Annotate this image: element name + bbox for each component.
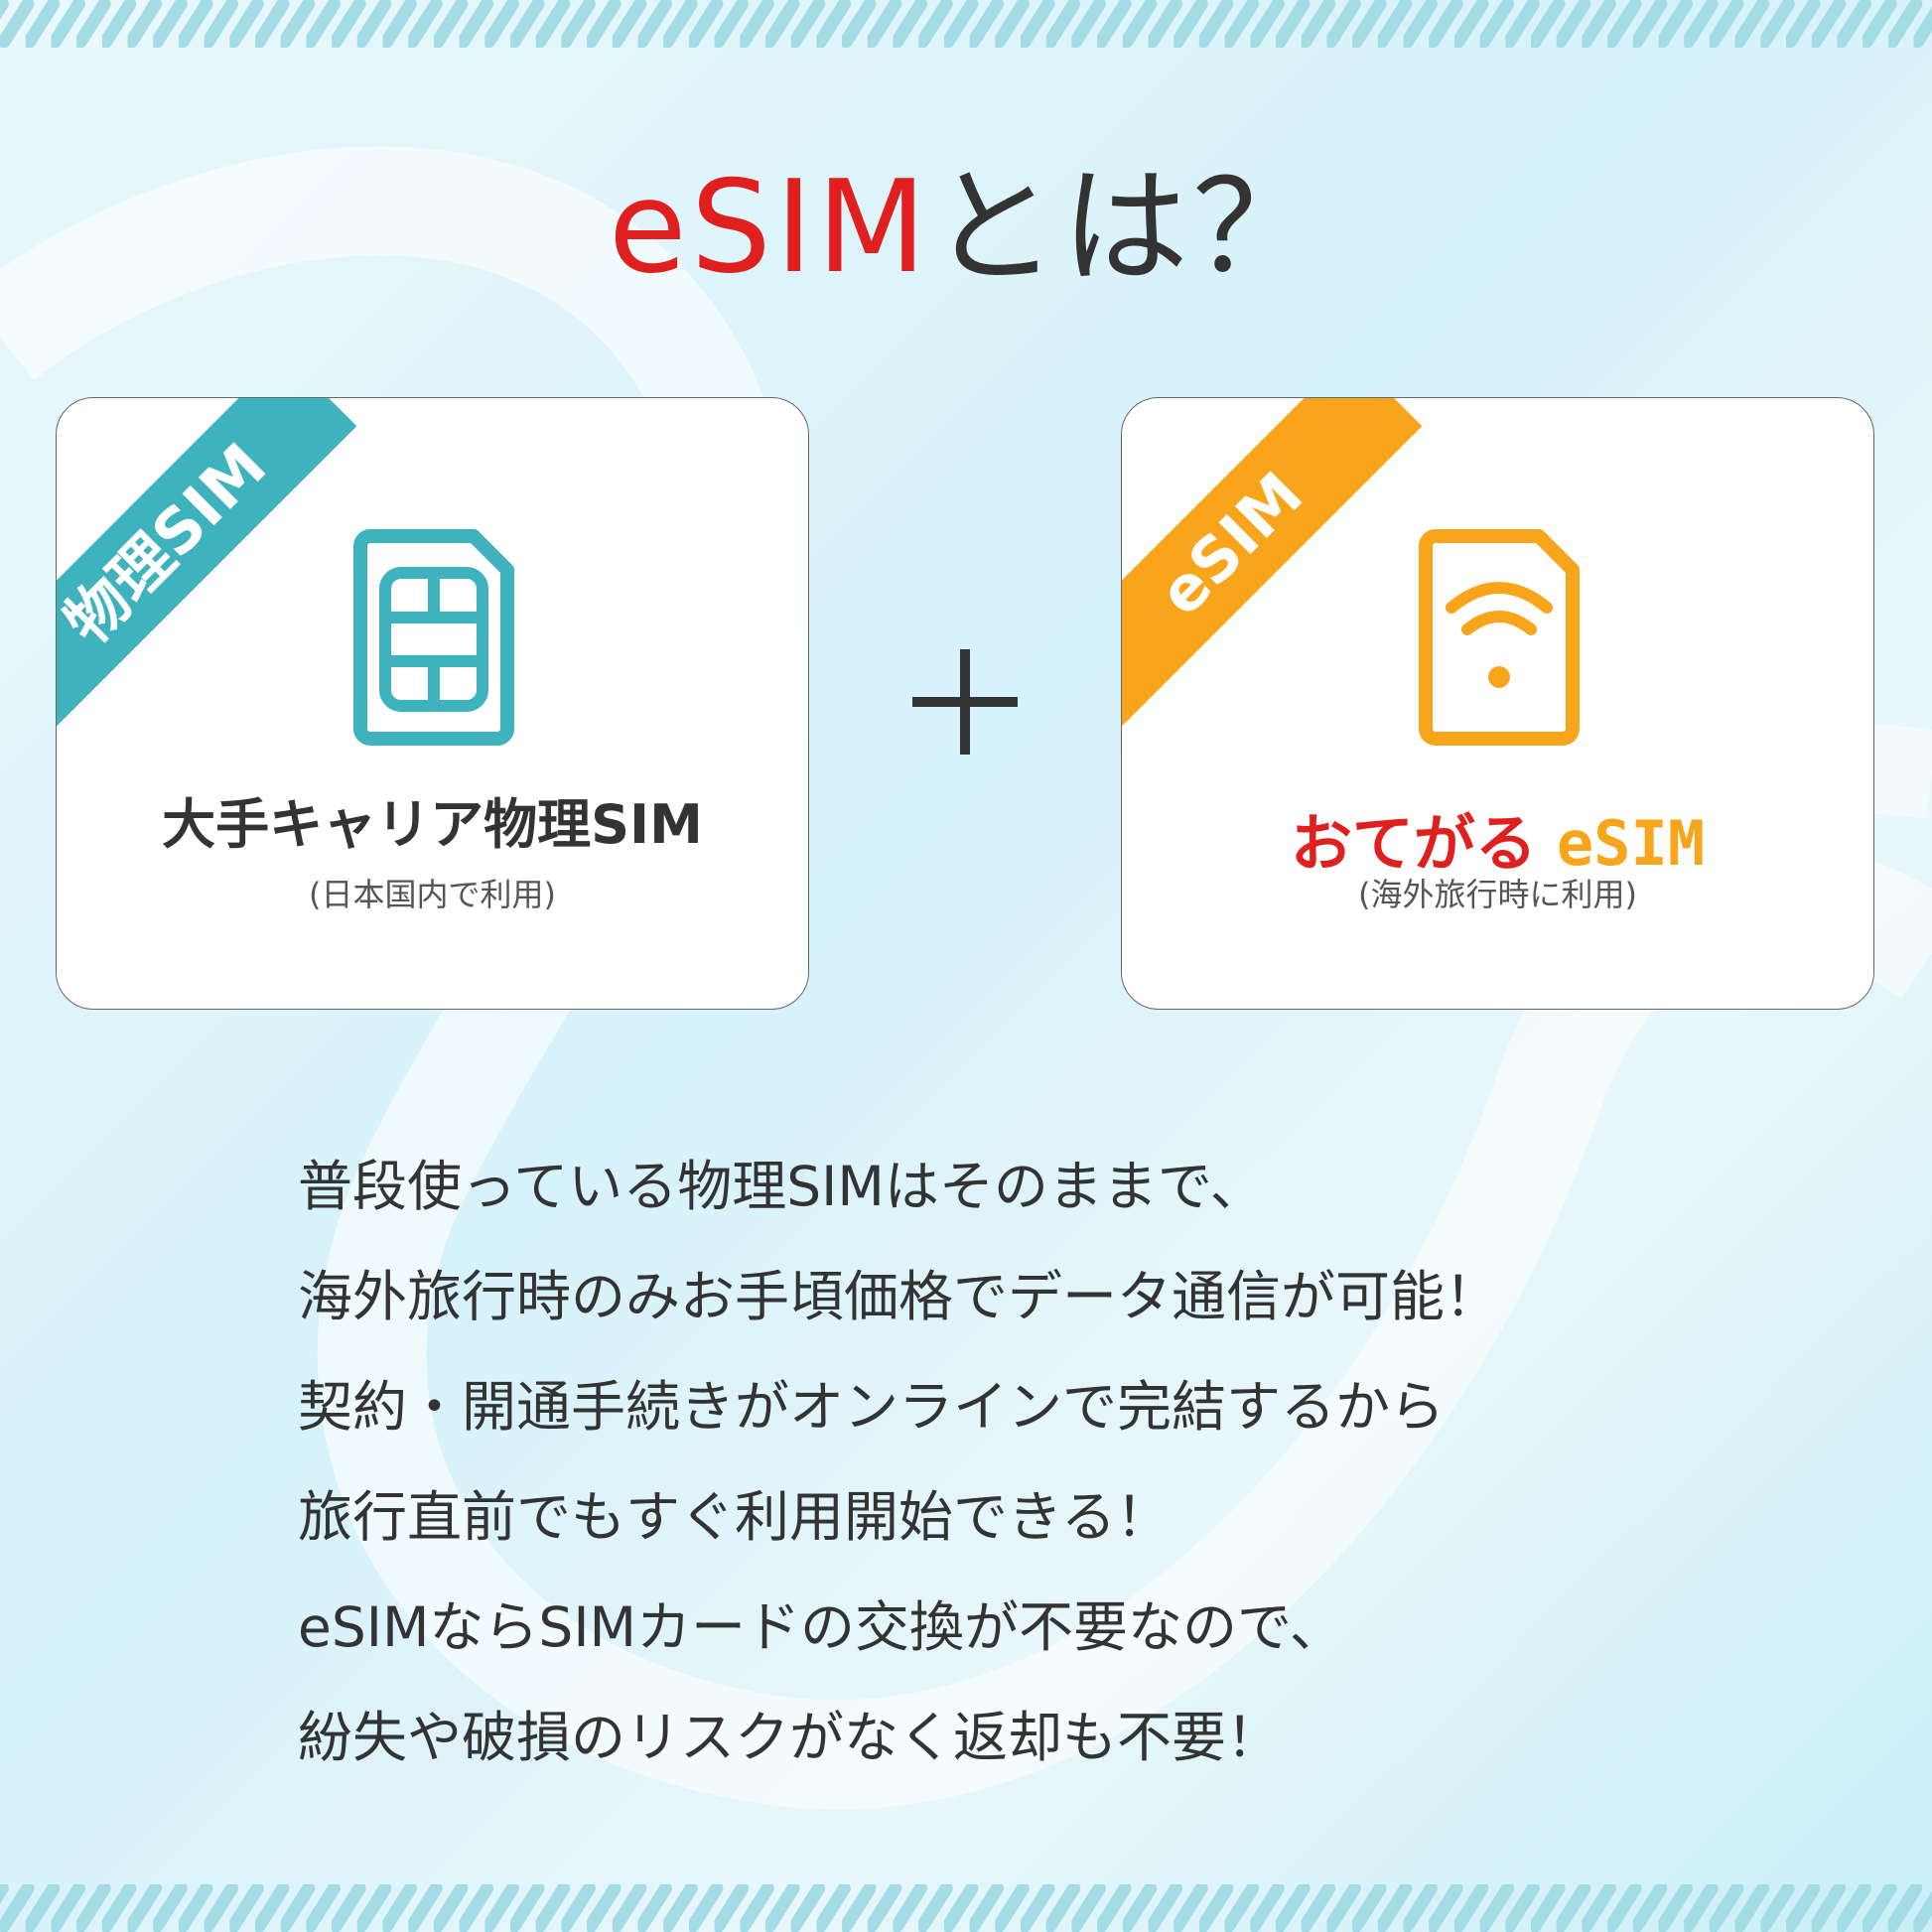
description-line: 紛失や破損のリスクがなく返却も不要！ (298, 1706, 1282, 1769)
plus-icon (912, 649, 1018, 755)
physical-sim-subtitle: (日本国内で利用) (309, 876, 556, 913)
description-line: 旅行直前でもすぐ利用開始できる！ (298, 1485, 1171, 1549)
top-stripe-border (0, 0, 1932, 48)
title-rest: とは？ (930, 154, 1324, 302)
description-line: 海外旅行時のみお手頃価格でデータ通信が可能！ (298, 1265, 1500, 1328)
esim-subtitle: (海外旅行時に利用) (1358, 876, 1637, 913)
ribbon-physical-sim: 物理SIM (57, 398, 357, 736)
page-title: eSIMとは？ (0, 149, 1932, 308)
ribbon-esim: eSIM (1122, 398, 1423, 736)
bottom-stripe-border (0, 1884, 1932, 1932)
esim-wifi-icon (1419, 529, 1580, 746)
description-line: eSIMならSIMカードの交換が不要なので、 (298, 1595, 1344, 1659)
description-text: 普段使っている物理SIMはそのままで、 海外旅行時のみお手頃価格でデータ通信が可… (298, 1132, 1499, 1793)
physical-sim-title: 大手キャリア物理SIM (162, 793, 703, 856)
sim-card-icon (353, 529, 514, 746)
description-line: 普段使っている物理SIMはそのままで、 (298, 1155, 1265, 1218)
description-line: 契約・開通手続きがオンラインで完結するから (298, 1375, 1446, 1439)
physical-sim-card: 物理SIM 大手キャリア物理SIM (日本国内で利用) (56, 397, 809, 1010)
title-highlight: eSIM (608, 154, 931, 302)
